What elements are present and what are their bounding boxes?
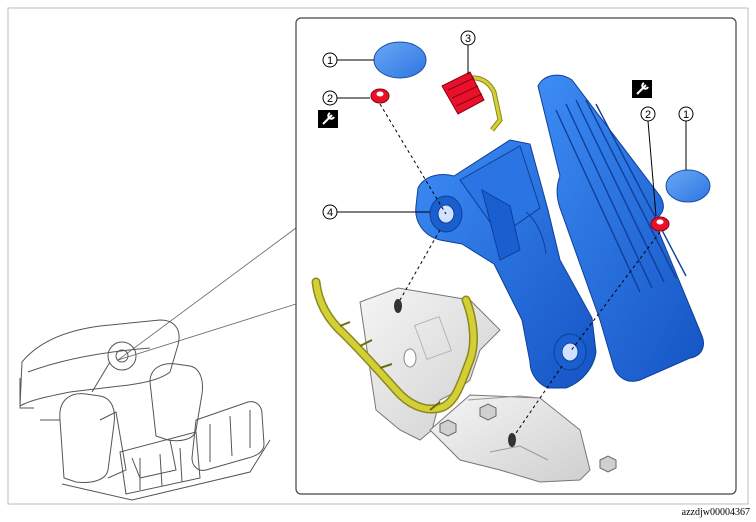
assembly-lines xyxy=(379,103,661,437)
svg-text:1: 1 xyxy=(683,109,689,121)
wiring-harness xyxy=(311,277,478,414)
nut-right xyxy=(650,216,670,232)
vehicle-interior-overview xyxy=(19,319,271,501)
svg-text:2: 2 xyxy=(645,109,651,121)
callout-1-right: 1 xyxy=(678,106,694,170)
wrench-icon xyxy=(318,110,338,128)
callout-2-left: 2 xyxy=(322,90,370,106)
svg-text:4: 4 xyxy=(327,207,333,219)
zoom-lines xyxy=(117,227,297,361)
pedal-connector xyxy=(441,71,503,132)
callout-2-right: 2 xyxy=(640,106,657,217)
callout-3: 3 xyxy=(460,30,476,74)
svg-text:1: 1 xyxy=(327,55,333,67)
figure-id: azzdjw00004367 xyxy=(681,507,750,518)
callout-1-left: 1 xyxy=(322,52,374,68)
nut-left xyxy=(370,88,390,104)
callout-4: 4 xyxy=(322,204,430,220)
outer-frame xyxy=(7,7,749,505)
cap-right xyxy=(665,169,711,203)
svg-text:3: 3 xyxy=(465,33,471,45)
accelerator-pedal-assembly xyxy=(415,74,704,389)
cap-left xyxy=(373,41,427,79)
mounting-bracket xyxy=(359,287,617,483)
svg-text:2: 2 xyxy=(327,93,333,105)
wrench-icon xyxy=(632,80,652,98)
